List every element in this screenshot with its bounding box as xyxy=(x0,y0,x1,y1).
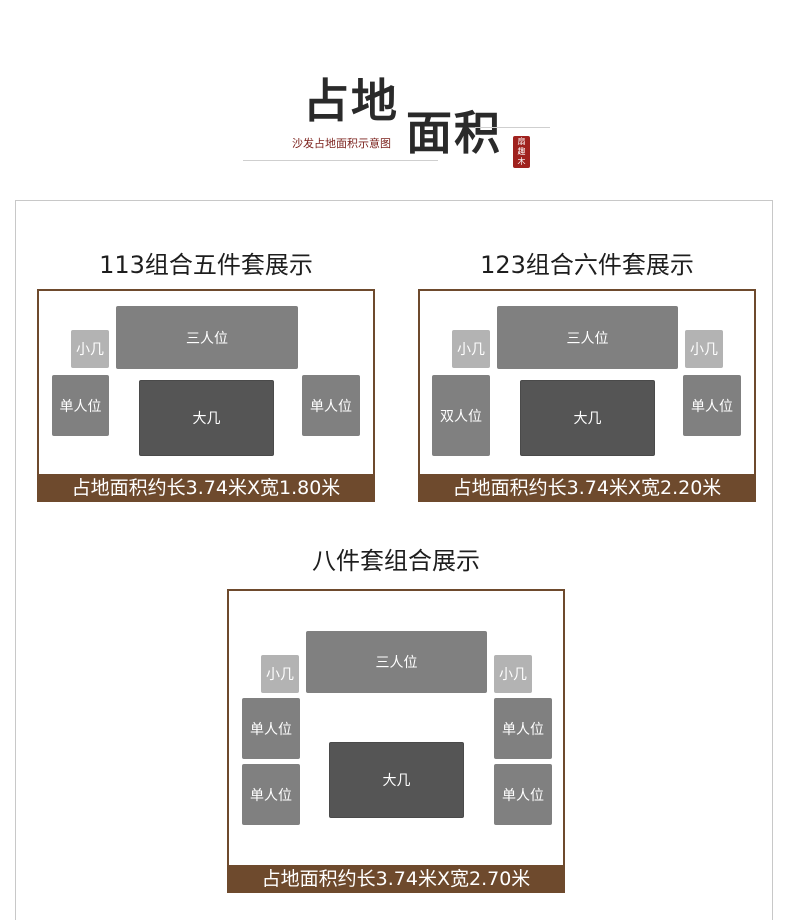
header-divider-left xyxy=(243,160,438,161)
coffee-table: 大几 xyxy=(329,742,464,818)
three-seat-sofa: 三人位 xyxy=(497,306,678,369)
side-table: 小几 xyxy=(71,330,109,368)
layout-1-area-label: 占地面积约长3.74米X宽1.80米 xyxy=(37,474,375,502)
layout-2-title: 123组合六件套展示 xyxy=(480,251,694,279)
single-seat-sofa: 单人位 xyxy=(242,698,300,759)
single-seat-sofa: 单人位 xyxy=(302,375,360,436)
side-table: 小几 xyxy=(494,655,532,693)
three-seat-sofa: 三人位 xyxy=(306,631,487,693)
layout-2-area-label: 占地面积约长3.74米X宽2.20米 xyxy=(418,474,756,502)
layout-3-area-label: 占地面积约长3.74米X宽2.70米 xyxy=(227,865,565,893)
side-table: 小几 xyxy=(685,330,723,368)
layout-1-title: 113组合五件套展示 xyxy=(99,251,313,279)
page-title-part1: 占地 xyxy=(303,74,399,128)
double-seat-sofa: 双人位 xyxy=(432,375,490,456)
coffee-table: 大几 xyxy=(139,380,274,456)
single-seat-sofa: 单人位 xyxy=(52,375,109,436)
page-subtitle: 沙发占地面积示意图 xyxy=(292,137,391,150)
coffee-table: 大几 xyxy=(520,380,655,456)
header-divider-right xyxy=(475,127,550,128)
single-seat-sofa: 单人位 xyxy=(683,375,741,436)
single-seat-sofa: 单人位 xyxy=(494,764,552,825)
three-seat-sofa: 三人位 xyxy=(116,306,298,369)
seal-stamp: 扇趣木 xyxy=(513,136,530,168)
content-frame xyxy=(15,200,773,920)
single-seat-sofa: 单人位 xyxy=(494,698,552,759)
single-seat-sofa: 单人位 xyxy=(242,764,300,825)
layout-3-title: 八件套组合展示 xyxy=(312,547,480,575)
side-table: 小几 xyxy=(261,655,299,693)
side-table: 小几 xyxy=(452,330,490,368)
page-title-part2: 面积 xyxy=(406,106,502,160)
